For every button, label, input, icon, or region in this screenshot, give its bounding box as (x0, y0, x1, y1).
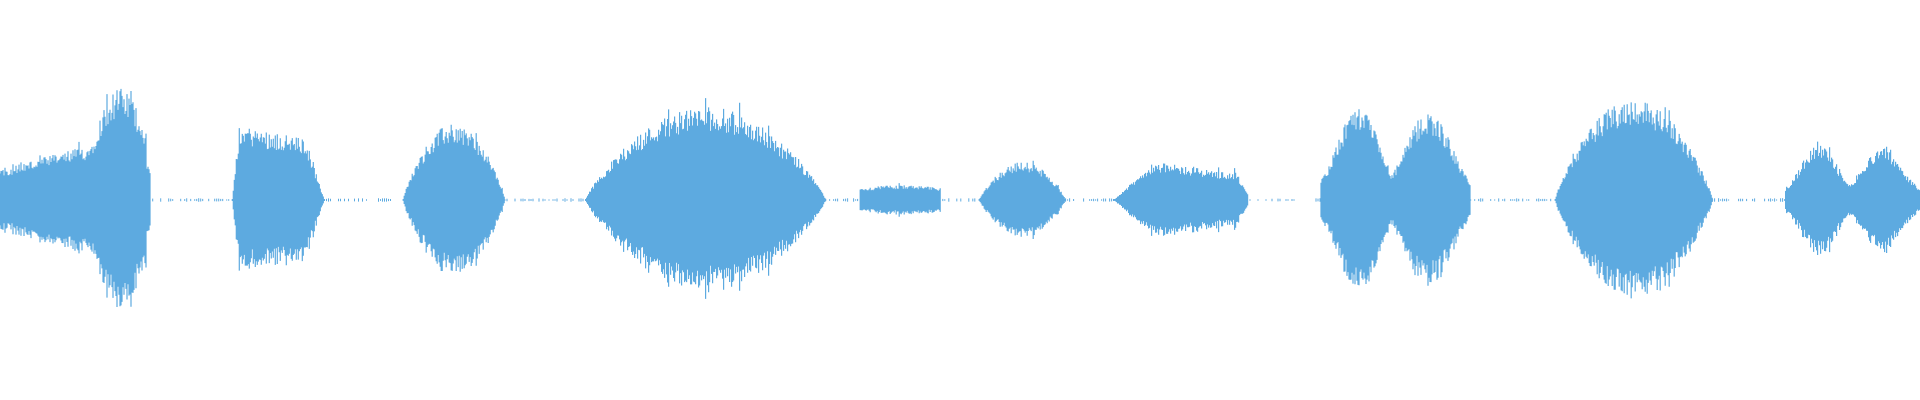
waveform-segment-8 (1320, 109, 1471, 286)
waveform-segment-2 (231, 128, 325, 271)
waveform-segment-6 (978, 160, 1066, 239)
waveform-segment-4 (585, 98, 827, 299)
waveform-segment-10 (1785, 141, 1920, 255)
waveform-segment-9 (1554, 102, 1713, 299)
waveform-segment-5 (859, 183, 941, 217)
waveform-segment-3 (402, 124, 505, 272)
waveform-segment-1 (0, 88, 151, 307)
waveform-group (0, 88, 1920, 307)
waveform-segment-7 (1113, 163, 1249, 236)
